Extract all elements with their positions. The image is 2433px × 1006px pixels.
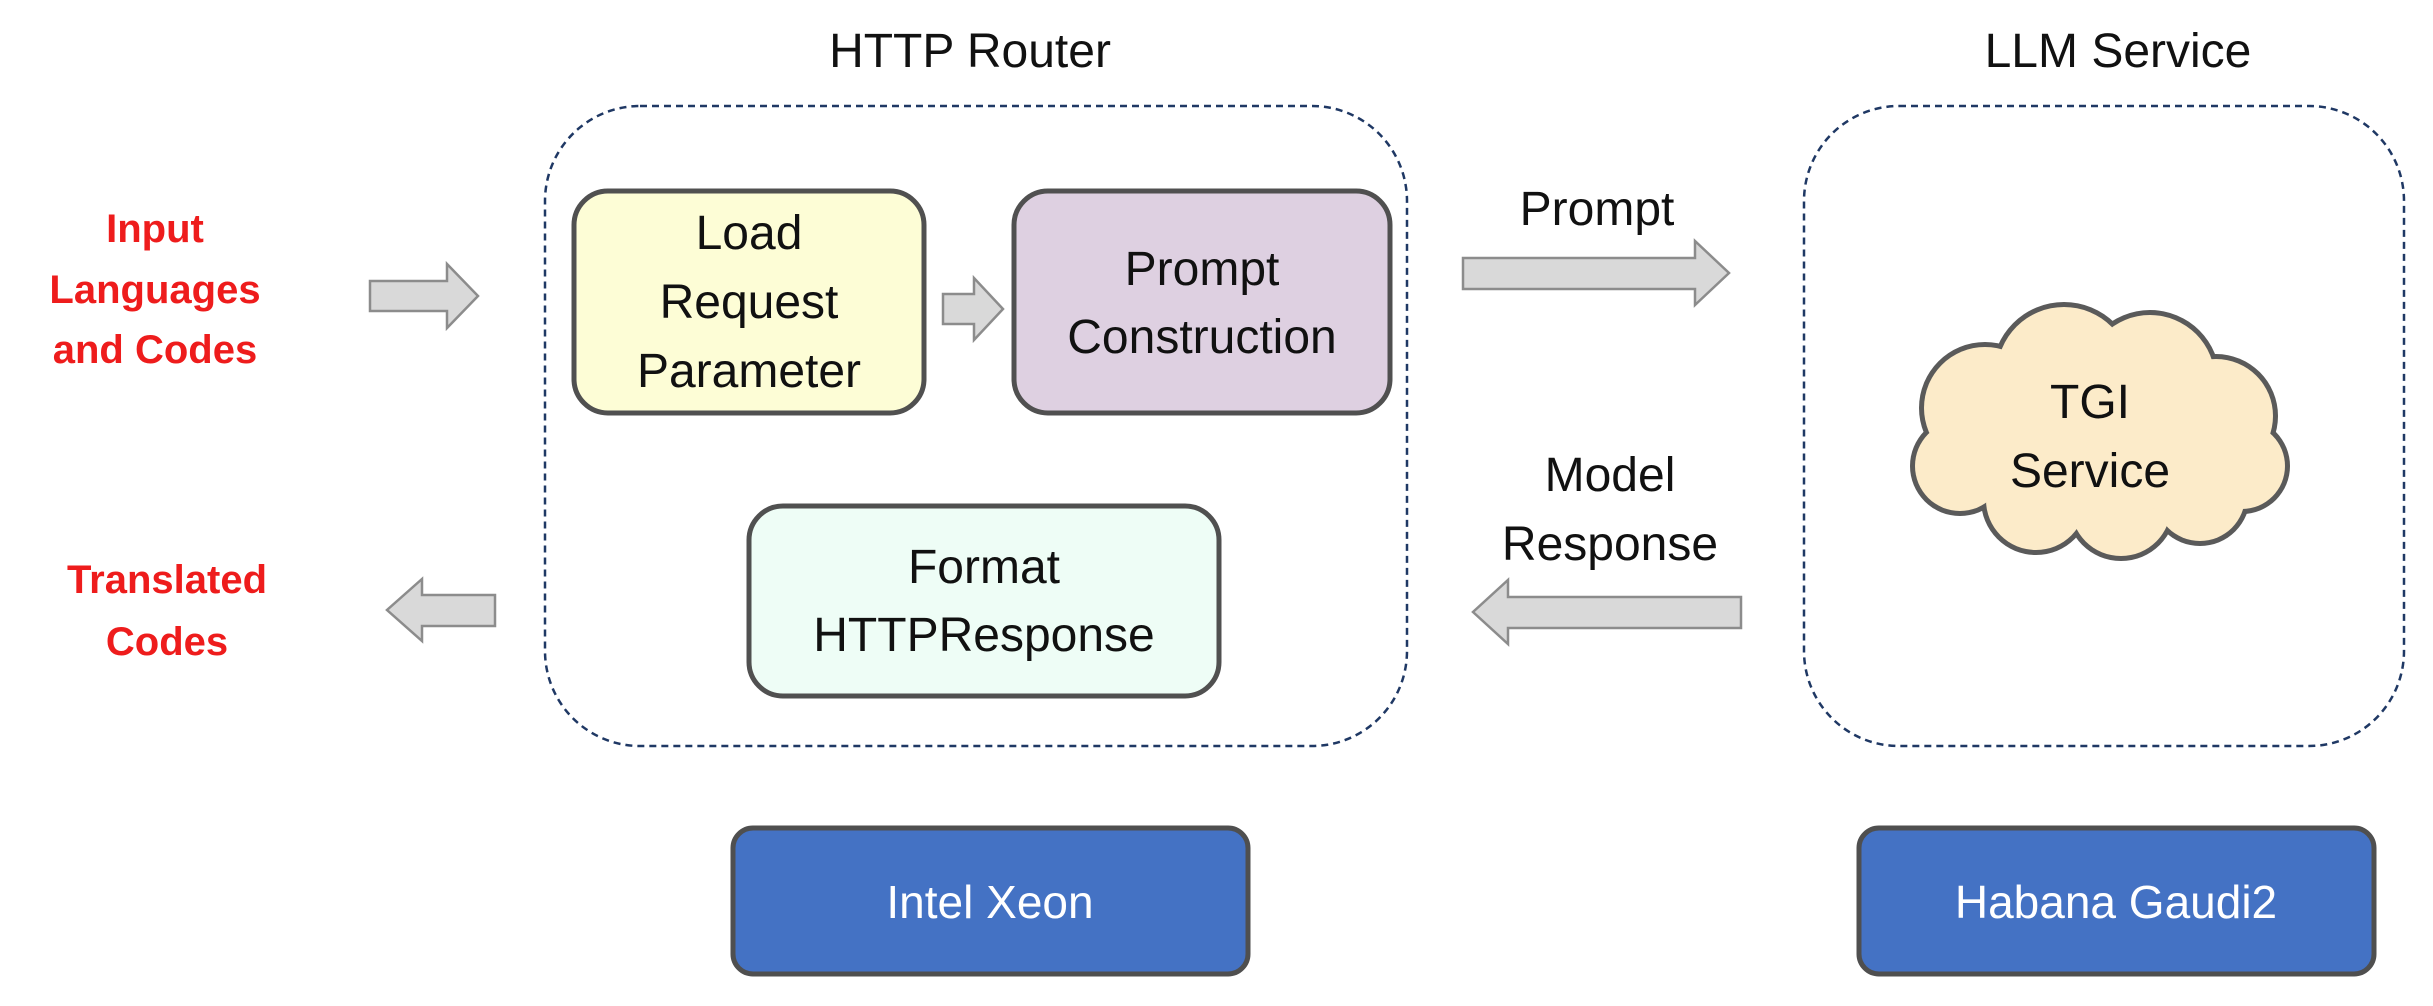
prompt-arrow-label: Prompt bbox=[1520, 183, 1675, 236]
output-label-line-1: Translated bbox=[67, 558, 267, 602]
habana-gaudi2-label: Habana Gaudi2 bbox=[1955, 876, 2277, 928]
format-response-line-1: Format bbox=[908, 541, 1060, 594]
model-response-line-1: Model bbox=[1545, 449, 1676, 502]
http-router-title: HTTP Router bbox=[829, 25, 1111, 78]
llm-service-title: LLM Service bbox=[1985, 25, 2252, 78]
input-label-line-1: Input bbox=[106, 207, 204, 251]
prompt-arrow bbox=[1461, 238, 1731, 308]
output-label-line-2: Codes bbox=[106, 620, 228, 664]
habana-gaudi2-box bbox=[1856, 825, 2377, 977]
intel-xeon-box bbox=[730, 825, 1251, 977]
model-response-arrow bbox=[1471, 577, 1743, 647]
internal-arrow bbox=[941, 274, 1005, 344]
load-request-line-2: Request bbox=[660, 276, 839, 329]
format-response-line-2: HTTPResponse bbox=[813, 609, 1154, 662]
prompt-construction-line-2: Construction bbox=[1067, 311, 1336, 364]
load-request-line-3: Parameter bbox=[637, 345, 861, 398]
http-router-container bbox=[543, 104, 1409, 748]
prompt-construction-box bbox=[1011, 188, 1393, 416]
tgi-service-line-2: Service bbox=[2010, 445, 2170, 498]
tgi-service-line-1: TGI bbox=[2050, 376, 2130, 429]
model-response-line-2: Response bbox=[1502, 518, 1718, 571]
intel-xeon-label: Intel Xeon bbox=[886, 876, 1093, 928]
output-arrow bbox=[385, 576, 497, 644]
load-request-line-1: Load bbox=[696, 207, 803, 260]
load-request-box bbox=[571, 188, 927, 416]
input-arrow bbox=[368, 260, 480, 332]
input-label: Input Languages and Codes bbox=[49, 207, 260, 372]
prompt-construction-line-1: Prompt bbox=[1125, 243, 1280, 296]
output-label: Translated Codes bbox=[67, 558, 267, 664]
input-label-line-3: and Codes bbox=[53, 328, 257, 372]
input-label-line-2: Languages bbox=[49, 268, 260, 312]
llm-service-container bbox=[1802, 104, 2406, 748]
format-response-box bbox=[746, 503, 1222, 699]
tgi-service-cloud bbox=[1910, 302, 2290, 561]
